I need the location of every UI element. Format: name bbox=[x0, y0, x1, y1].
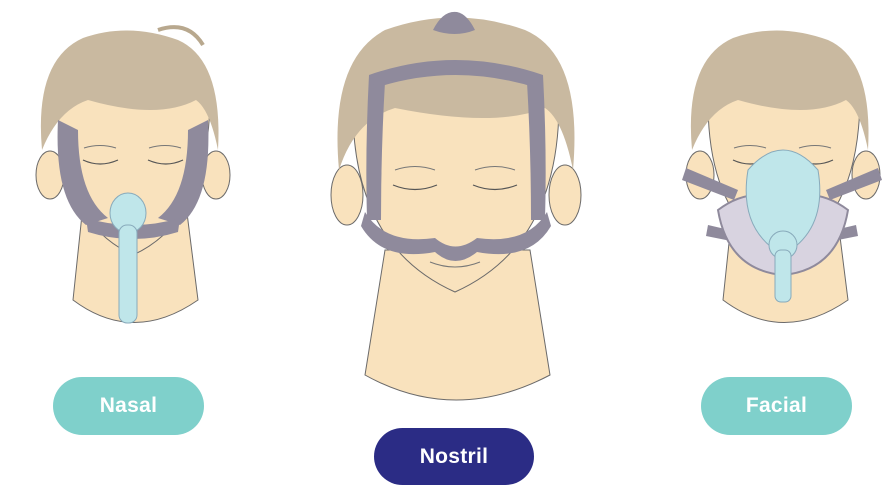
nasal-mask-figure bbox=[28, 0, 238, 360]
facial-label-button[interactable]: Facial bbox=[701, 377, 852, 435]
nostril-label-button[interactable]: Nostril bbox=[374, 428, 534, 485]
nasal-label-button[interactable]: Nasal bbox=[53, 377, 204, 435]
facial-mask-figure bbox=[678, 0, 888, 360]
nostril-mask-figure bbox=[325, 0, 585, 420]
